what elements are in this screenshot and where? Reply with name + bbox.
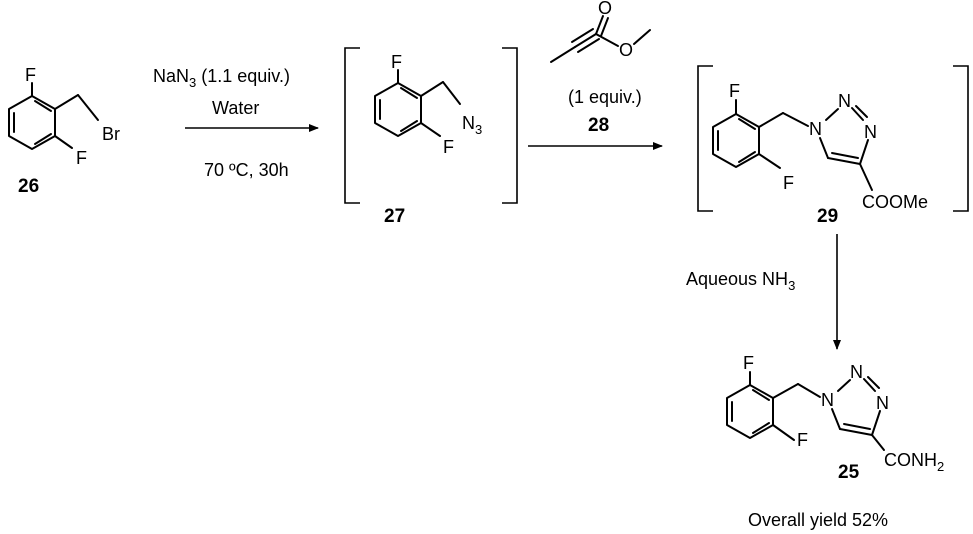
bond-f-bottom-26: [54, 135, 73, 149]
solvent-water: Water: [212, 98, 259, 118]
step-3: Aqueous NH3: [686, 234, 841, 350]
bond-ch2-br-26: [77, 94, 99, 121]
bond-o-me-28: [633, 29, 651, 45]
amide-group-25: CONH2: [884, 450, 944, 474]
bond-c-o-double-a-28: [595, 15, 604, 35]
atom-f-bottom-29: F: [783, 173, 794, 193]
bond-ch2-n1-29: [782, 112, 809, 127]
compound-label-27: 27: [384, 206, 405, 227]
bond-c4-amide-25: [871, 434, 885, 451]
atom-br-26: Br: [102, 124, 120, 144]
atom-f-top-27: F: [391, 52, 402, 72]
bracket-left-29: [697, 65, 713, 212]
benzene-ring-29: [712, 113, 760, 168]
atom-f-top-29: F: [729, 81, 740, 101]
atom-n3-25: N: [876, 393, 889, 413]
atom-n2-29: N: [838, 91, 851, 111]
compound-26: F F Br 26: [8, 65, 120, 197]
bracket-right-29: [953, 65, 969, 212]
bond-c-o-single-28: [595, 33, 619, 47]
atom-o-carbonyl-28: O: [598, 0, 612, 18]
reagent-amount-28: (1 equiv.): [568, 87, 642, 107]
bond-ch2-25: [772, 383, 799, 399]
overall-yield: Overall yield 52%: [748, 510, 888, 530]
bond-ch2-26: [54, 94, 79, 110]
bond-ch2-27: [420, 81, 444, 97]
benzene-ring-25: [726, 384, 774, 439]
bond-ch2-n1-25: [797, 383, 821, 398]
ester-group-29: COOMe: [862, 192, 928, 212]
bond-triple-c-28: [577, 38, 600, 53]
atom-n2-25: N: [850, 362, 863, 382]
atom-f-bottom-25: F: [797, 430, 808, 450]
step-1: NaN3 (1.1 equiv.) Water 70 ºC, 30h: [153, 66, 319, 180]
atom-n3-27: N3: [462, 113, 482, 137]
benzene-ring-27: [374, 82, 422, 137]
bond-f-bottom-25: [772, 424, 795, 441]
bond-ch2-29: [758, 112, 784, 128]
atom-n1-29: N: [809, 119, 822, 139]
compound-27: F F N3 27: [344, 47, 518, 227]
bracket-right-27: [502, 47, 518, 204]
atom-n3-29: N: [864, 122, 877, 142]
triazole-ring-25: [831, 376, 881, 436]
bond-ch2-n3-27: [442, 81, 461, 105]
bond-triple-b-28: [571, 28, 594, 43]
compound-29: F F N N N COOMe 29: [697, 65, 969, 227]
bond-c-o-double-b-28: [600, 17, 609, 37]
benzene-ring-26: [8, 95, 56, 150]
bond-alkyne-terminal-28: [550, 46, 576, 63]
compound-25: F F N N N CONH2 25: [726, 353, 944, 483]
compound-label-26: 26: [18, 176, 39, 197]
bracket-left-27: [344, 47, 360, 204]
compound-label-29: 29: [817, 206, 838, 227]
compound-label-25: 25: [838, 462, 860, 483]
atom-f-bottom-27: F: [443, 137, 454, 157]
conditions-step-1: 70 ºC, 30h: [204, 160, 289, 180]
atom-f-bottom-26: F: [76, 148, 87, 168]
atom-n1-25: N: [821, 390, 834, 410]
reagent-28: O O (1 equiv.) 28: [550, 0, 651, 136]
reagent-nan3: NaN3 (1.1 equiv.): [153, 66, 290, 90]
atom-f-top-26: F: [25, 65, 36, 85]
atom-o-ester-28: O: [619, 40, 633, 60]
atom-f-top-25: F: [743, 353, 754, 373]
reagent-aqueous-nh3: Aqueous NH3: [686, 269, 795, 293]
triazole-ring-29: [819, 105, 869, 165]
bond-c4-ester-29: [859, 163, 873, 191]
bond-triple-a-28: [574, 33, 597, 48]
compound-label-28: 28: [588, 115, 609, 136]
bond-f-bottom-29: [758, 153, 781, 169]
bond-f-bottom-27: [420, 122, 441, 137]
